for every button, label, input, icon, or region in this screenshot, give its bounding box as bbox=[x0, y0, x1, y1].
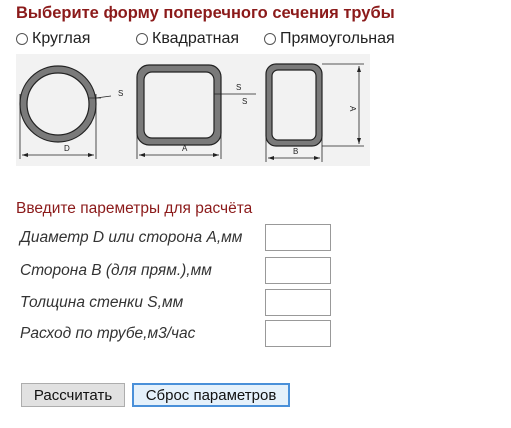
label-s-square: S bbox=[236, 83, 241, 92]
rectangular-pipe-section: B A bbox=[265, 63, 364, 162]
radio-circle-icon[interactable] bbox=[136, 33, 148, 45]
label-b: B bbox=[293, 147, 298, 156]
calculate-button[interactable]: Рассчитать bbox=[21, 383, 125, 407]
radio-square[interactable]: Квадратная bbox=[136, 30, 239, 48]
label-a-rect: A bbox=[348, 106, 357, 112]
label-d: D bbox=[64, 144, 70, 153]
radio-round-label: Круглая bbox=[32, 30, 91, 47]
label-a-square: A bbox=[182, 144, 188, 153]
radio-circle-icon[interactable] bbox=[264, 33, 276, 45]
radio-rectangular[interactable]: Прямоугольная bbox=[264, 30, 395, 48]
side-b-label: Сторона B (для прям.),мм bbox=[20, 262, 212, 279]
shape-radio-group: Круглая Квадратная Прямоугольная bbox=[16, 30, 511, 52]
label-s-round: S bbox=[118, 89, 123, 98]
diameter-label: Диаметр D или сторона A,мм bbox=[20, 229, 243, 246]
wall-thickness-label: Толщина стенки S,мм bbox=[20, 294, 184, 311]
cross-section-diagram: D S A S S bbox=[16, 54, 370, 166]
flow-rate-input[interactable] bbox=[265, 320, 331, 347]
side-b-input[interactable] bbox=[265, 257, 331, 284]
radio-round[interactable]: Круглая bbox=[16, 30, 90, 48]
page-title: Выберите форму поперечного сечения трубы bbox=[16, 4, 395, 22]
wall-thickness-input[interactable] bbox=[265, 289, 331, 316]
flow-rate-label: Расход по трубе,м3/час bbox=[20, 325, 196, 342]
reset-button[interactable]: Сброс параметров bbox=[132, 383, 290, 407]
diameter-input[interactable] bbox=[265, 224, 331, 251]
radio-rectangular-label: Прямоугольная bbox=[280, 30, 395, 47]
params-subtitle: Введите пареметры для расчёта bbox=[16, 200, 253, 217]
radio-square-label: Квадратная bbox=[152, 30, 240, 47]
radio-circle-icon[interactable] bbox=[16, 33, 28, 45]
round-pipe-section: D S bbox=[19, 65, 123, 159]
label-s-square-2: S bbox=[242, 97, 247, 106]
square-pipe-section: A S S bbox=[136, 64, 256, 159]
cross-section-drawing: D S A S S bbox=[19, 63, 364, 162]
